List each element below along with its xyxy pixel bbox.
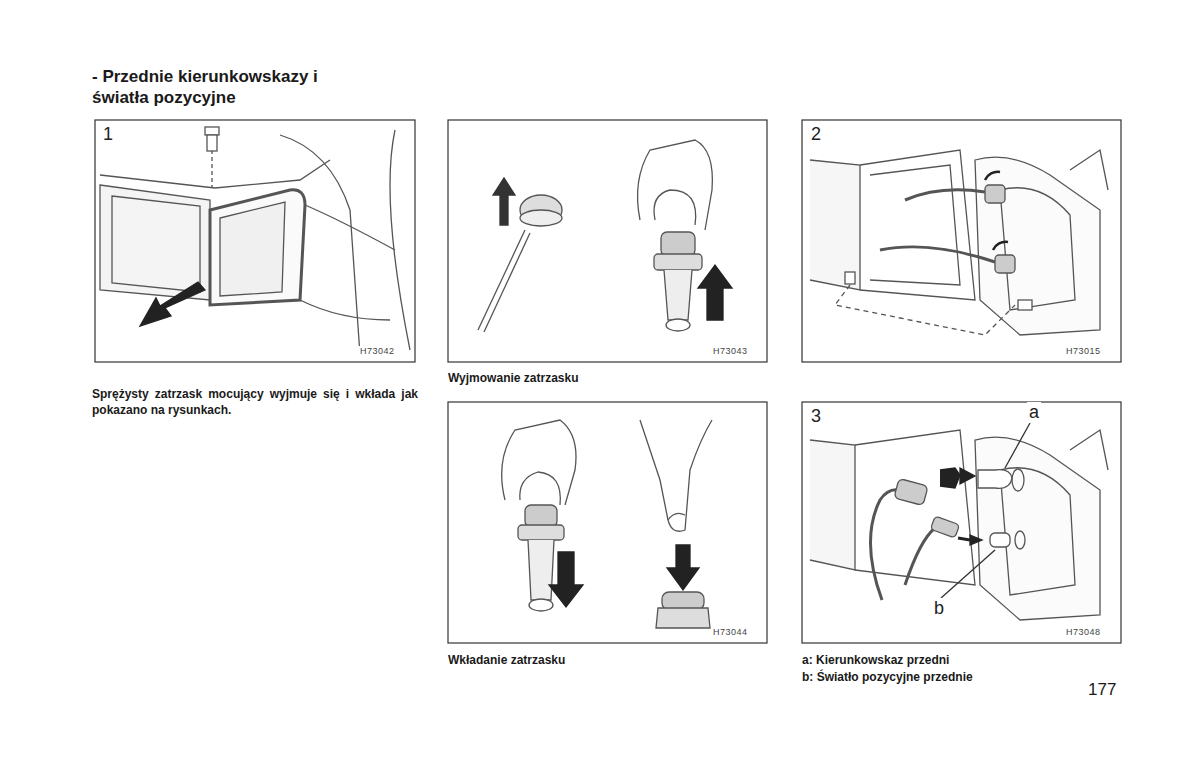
callout-number: 1 [101,124,115,145]
legend-text: b: Światło pozycyjne przednie [802,669,973,685]
figure-code: H73043 [711,346,750,356]
panel-frame [802,402,1121,643]
figure-code: H73015 [1064,346,1103,356]
panel-frame [448,120,767,362]
socket-removal-figure [810,150,1108,335]
figure-code: H73042 [358,346,397,356]
figure-caption: Wkładanie zatrzasku [448,652,565,668]
figure-caption: Wyjmowanie zatrzasku [448,370,579,386]
panel-frame [95,120,415,362]
section-title: - Przednie kierunkowskazy i światła pozy… [92,66,354,108]
clip-insertion-figure [502,420,712,628]
page-number: 177 [1088,680,1116,700]
part-letter: a [1027,402,1041,423]
note-text: Sprężysty zatrzask mocujący wyjmuje się … [92,386,418,418]
figure-code: H73044 [711,627,750,637]
panel-frame [802,120,1121,362]
part-letter: b [932,598,946,619]
figure-code: H73048 [1064,627,1103,637]
bulb-replacement-figure [810,423,1108,620]
callout-number: 3 [809,406,823,427]
callout-number: 2 [809,124,823,145]
lamp-removal-figure [100,127,410,355]
clip-removal-figure [478,140,732,332]
panel-frame [448,402,767,643]
legend-text: a: Kierunkowskaz przedni [802,652,949,668]
